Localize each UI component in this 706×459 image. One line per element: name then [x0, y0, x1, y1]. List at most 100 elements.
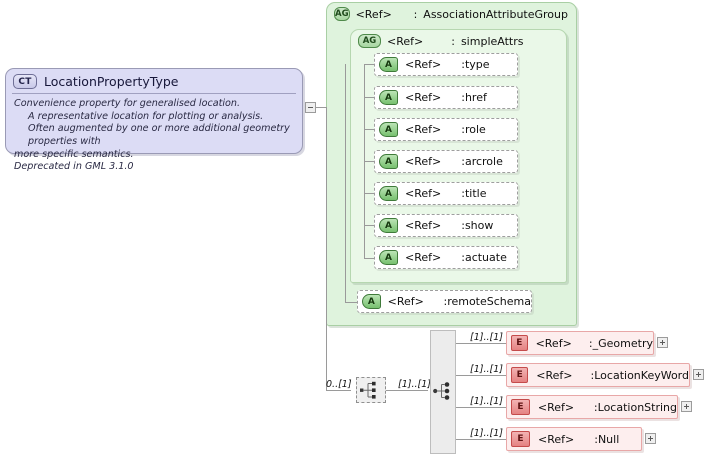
connector-line — [364, 97, 374, 98]
attribute-sep: : — [461, 155, 465, 168]
attribute-row[interactable]: A <Ref> : actuate — [374, 246, 518, 269]
complex-type-box[interactable]: CT LocationPropertyType Convenience prop… — [5, 68, 303, 172]
connector-line — [456, 343, 506, 344]
ag-badge-icon: AG — [358, 34, 381, 48]
plus-toggle[interactable] — [681, 401, 692, 412]
attribute-badge-icon: A — [379, 57, 398, 72]
attribute-row[interactable]: A <Ref> : role — [374, 118, 518, 141]
attribute-name-label: role — [464, 123, 486, 136]
sequence-icon[interactable] — [356, 377, 386, 403]
plus-toggle[interactable] — [657, 337, 668, 348]
attribute-ref-label: <Ref> — [405, 91, 442, 104]
attribute-sep: : — [461, 187, 465, 200]
element-badge-icon: E — [511, 367, 529, 383]
ag-name-label: AssociationAttributeGroup — [423, 7, 568, 21]
ag-ref-label: <Ref> — [387, 34, 424, 48]
attribute-name-label: type — [464, 58, 490, 71]
attribute-badge-icon: A — [379, 250, 398, 265]
connector-line — [456, 375, 506, 376]
complex-type-badge-icon: CT — [13, 74, 37, 89]
connector-line — [326, 107, 327, 390]
attribute-row[interactable]: A <Ref> : href — [374, 86, 518, 109]
element-sep: : — [594, 432, 598, 446]
choice-glyph-icon — [433, 382, 450, 400]
element-sep: : — [593, 400, 598, 414]
connector-line — [364, 225, 374, 226]
complex-type-name: LocationPropertyType — [44, 74, 179, 89]
attribute-badge-icon: A — [379, 186, 398, 201]
attribute-sep: : — [461, 219, 465, 232]
attribute-name-label: remoteSchema — [447, 295, 531, 308]
connector-line — [345, 302, 357, 303]
attribute-name-label: show — [464, 219, 494, 232]
sequence-cardinality-label: 0..[1] — [326, 379, 352, 390]
attribute-ref-label: <Ref> — [405, 187, 442, 200]
connector-line — [314, 107, 326, 108]
ag-name-label: simpleAttrs — [460, 34, 524, 48]
doc-line: Deprecated in GML 3.1.0 — [14, 161, 134, 173]
connector-line — [364, 129, 374, 130]
attribute-sep: : — [461, 58, 465, 71]
element-cardinality-label: [1]..[1] — [470, 396, 503, 407]
attribute-name-label: actuate — [464, 251, 507, 264]
connector-line — [386, 390, 428, 391]
ag-sep: : — [413, 7, 418, 21]
attribute-name-label: title — [464, 187, 487, 200]
element-row-locationstring[interactable]: E <Ref> : LocationString — [506, 395, 678, 419]
connector-line — [364, 258, 374, 259]
attribute-sep: : — [443, 295, 448, 308]
plus-toggle[interactable] — [645, 433, 656, 444]
ag-sep: : — [451, 34, 455, 48]
element-ref-label: <Ref> — [536, 368, 573, 382]
doc-line: more specific semantics. — [14, 148, 134, 160]
doc-line: A representative location for plotting o… — [28, 110, 264, 122]
attribute-row[interactable]: A <Ref> : title — [374, 182, 518, 205]
element-name-label: LocationString — [597, 400, 677, 414]
plus-toggle[interactable] — [693, 369, 704, 380]
element-row-geometry[interactable]: E <Ref> : _Geometry — [506, 331, 654, 355]
complex-type-header: CT LocationPropertyType — [6, 69, 302, 93]
sequence-glyph-icon — [360, 381, 376, 399]
divider — [12, 93, 296, 94]
attribute-ref-label: <Ref> — [405, 123, 442, 136]
element-name-label: _Geometry — [592, 336, 653, 350]
element-badge-icon: E — [511, 431, 530, 447]
attribute-sep: : — [461, 251, 465, 264]
element-row-locationkeyword[interactable]: E <Ref> : LocationKeyWord — [506, 363, 690, 387]
minus-toggle[interactable] — [305, 102, 316, 113]
attribute-badge-icon: A — [379, 122, 398, 137]
choice-icon[interactable] — [430, 330, 456, 454]
element-name-label: LocationKeyWord — [594, 368, 689, 382]
attribute-sep: : — [461, 91, 465, 104]
attribute-ref-label: <Ref> — [387, 295, 424, 308]
doc-line: Convenience property for generalised loc… — [14, 98, 241, 109]
element-sep: : — [590, 368, 595, 382]
ag-ref-label: <Ref> — [355, 7, 392, 21]
attribute-row[interactable]: A <Ref> : show — [374, 214, 518, 237]
attribute-badge-icon: A — [379, 154, 398, 169]
choice-cardinality-label: [1]..[1] — [398, 379, 431, 390]
element-name-label: Null — [597, 432, 620, 446]
attribute-group-header: AG <Ref> : AssociationAttributeGroup — [327, 3, 576, 24]
connector-line — [364, 193, 374, 194]
attribute-row[interactable]: A <Ref> : arcrole — [374, 150, 518, 173]
attribute-ref-label: <Ref> — [405, 219, 442, 232]
attribute-group-inner-header: AG <Ref> : simpleAttrs — [351, 30, 566, 51]
attribute-badge-icon: A — [379, 90, 398, 105]
attribute-row-remoteschema[interactable]: A <Ref> : remoteSchema — [357, 290, 532, 313]
element-badge-icon: E — [511, 399, 530, 415]
connector-line — [364, 161, 374, 162]
attribute-ref-label: <Ref> — [405, 155, 442, 168]
element-ref-label: <Ref> — [538, 432, 575, 446]
doc-line: Often augmented by one or more additiona… — [28, 123, 290, 147]
attribute-ref-label: <Ref> — [405, 251, 442, 264]
attribute-sep: : — [461, 123, 465, 136]
element-ref-label: <Ref> — [537, 400, 575, 414]
connector-line — [326, 390, 351, 391]
attribute-row[interactable]: A <Ref> : type — [374, 53, 518, 76]
element-row-null[interactable]: E <Ref> : Null — [506, 427, 642, 451]
connector-line — [456, 439, 506, 440]
element-sep: : — [588, 336, 593, 350]
element-ref-label: <Ref> — [535, 336, 572, 350]
